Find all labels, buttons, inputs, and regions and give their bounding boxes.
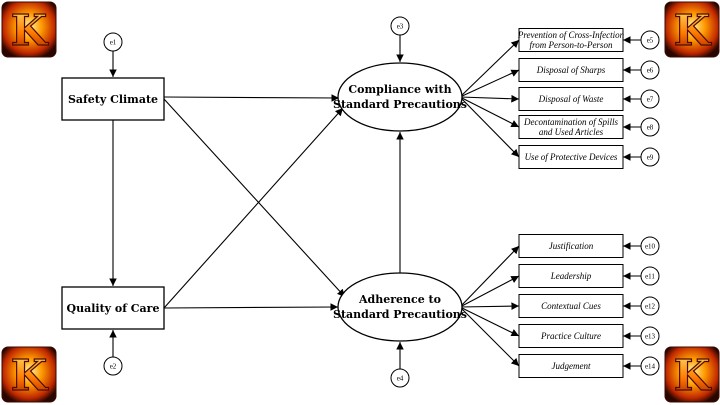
- error-e7: e7: [640, 89, 660, 109]
- adherence-indicator-5: Judgement: [518, 354, 624, 378]
- error-e13: e13: [640, 326, 660, 346]
- compliance-indicator-label: and Used Articles: [539, 127, 604, 137]
- loading-adherence-2: [459, 275, 520, 308]
- svg-text:e11: e11: [645, 273, 655, 281]
- loading-compliance-3: [459, 94, 520, 103]
- error-e6: e6: [640, 60, 660, 80]
- error-e11: e11: [640, 266, 660, 286]
- quality-of-care-label: Quality of Care: [67, 302, 160, 315]
- error-e12: e12: [640, 296, 660, 316]
- loading-adherence-5: [459, 306, 520, 367]
- svg-text:e8: e8: [647, 124, 654, 132]
- adherence-label-line2: Standard Precautions: [333, 308, 467, 321]
- svg-text:e5: e5: [647, 37, 654, 45]
- svg-text:e3: e3: [397, 23, 404, 31]
- compliance-indicator-2: Disposal of Sharps: [518, 58, 624, 82]
- error-e9: e9: [640, 147, 660, 167]
- error-e10: e10: [640, 236, 660, 256]
- flaming-k-logo: K: [664, 1, 720, 58]
- error-e1: e1: [103, 32, 123, 52]
- adherence-indicator-label: Justification: [549, 241, 594, 251]
- path-arrows: [109, 35, 641, 370]
- svg-text:K: K: [11, 6, 49, 55]
- flaming-k-logo: K: [1, 346, 57, 403]
- adherence-construct: Adherence to Standard Precautions: [333, 272, 467, 342]
- error-e3: e3: [390, 16, 410, 36]
- svg-text:e7: e7: [647, 96, 654, 104]
- compliance-indicator-label: Decontamination of Spills: [523, 117, 618, 127]
- adherence-indicator-4: Practice Culture: [518, 324, 624, 348]
- flaming-k-logo: K: [664, 346, 720, 403]
- path-quality-to-compliance: [163, 107, 344, 309]
- svg-text:e9: e9: [647, 154, 654, 162]
- safety-climate-label: Safety Climate: [68, 93, 158, 106]
- path-safety-to-compliance: [163, 94, 340, 102]
- compliance-indicator-3: Disposal of Waste: [518, 87, 624, 111]
- adherence-indicator-1: Justification: [518, 234, 624, 258]
- compliance-indicator-label: Disposal of Waste: [538, 94, 604, 104]
- loading-compliance-5: [459, 96, 520, 158]
- adherence-indicator-2: Leadership: [518, 264, 624, 288]
- quality-of-care-node: Quality of Care: [61, 286, 165, 330]
- compliance-indicator-label: from Person-to-Person: [530, 40, 613, 50]
- path-safety-to-adherence: [163, 98, 346, 298]
- adherence-indicator-label: Contextual Cues: [541, 301, 601, 311]
- compliance-construct: Compliance with Standard Precautions: [333, 62, 467, 132]
- error-e5: e5: [640, 30, 660, 50]
- svg-text:e1: e1: [110, 39, 117, 47]
- loading-adherence-1: [459, 245, 520, 308]
- adherence-indicator-label: Judgement: [552, 361, 591, 371]
- error-e4: e4: [390, 368, 410, 388]
- svg-text:e13: e13: [645, 333, 656, 341]
- adherence-label-line1: Adherence to: [358, 293, 441, 306]
- error-e2: e2: [103, 356, 123, 376]
- svg-text:e10: e10: [645, 243, 656, 251]
- compliance-label-line1: Compliance with: [348, 83, 451, 96]
- compliance-indicator-label: Disposal of Sharps: [536, 65, 606, 75]
- adherence-indicator-label: Practice Culture: [540, 331, 601, 341]
- adherence-indicator-3: Contextual Cues: [518, 294, 624, 318]
- compliance-label-line2: Standard Precautions: [333, 98, 467, 111]
- svg-text:K: K: [11, 351, 49, 400]
- adherence-indicator-label: Leadership: [550, 271, 592, 281]
- svg-text:e4: e4: [397, 375, 404, 383]
- loading-compliance-2: [459, 69, 520, 98]
- loading-compliance-4: [459, 96, 520, 128]
- compliance-indicator-label: Use of Protective Devices: [525, 152, 618, 162]
- svg-text:K: K: [674, 351, 712, 400]
- svg-text:K: K: [674, 6, 712, 55]
- error-e14: e14: [640, 356, 660, 376]
- loading-adherence-3: [459, 302, 520, 310]
- compliance-indicator-5: Use of Protective Devices: [518, 145, 624, 169]
- flaming-k-logo: K: [1, 1, 57, 58]
- svg-text:e2: e2: [110, 363, 117, 371]
- svg-text:e12: e12: [645, 303, 656, 311]
- loading-compliance-1: [459, 39, 520, 98]
- loading-adherence-4: [459, 306, 520, 337]
- svg-text:e6: e6: [647, 67, 654, 75]
- error-e8: e8: [640, 117, 660, 137]
- safety-climate-node: Safety Climate: [61, 77, 165, 121]
- svg-text:e14: e14: [645, 363, 656, 371]
- path-quality-to-adherence: [163, 303, 339, 311]
- compliance-indicator-label: Prevention of Cross-Infection: [517, 30, 625, 40]
